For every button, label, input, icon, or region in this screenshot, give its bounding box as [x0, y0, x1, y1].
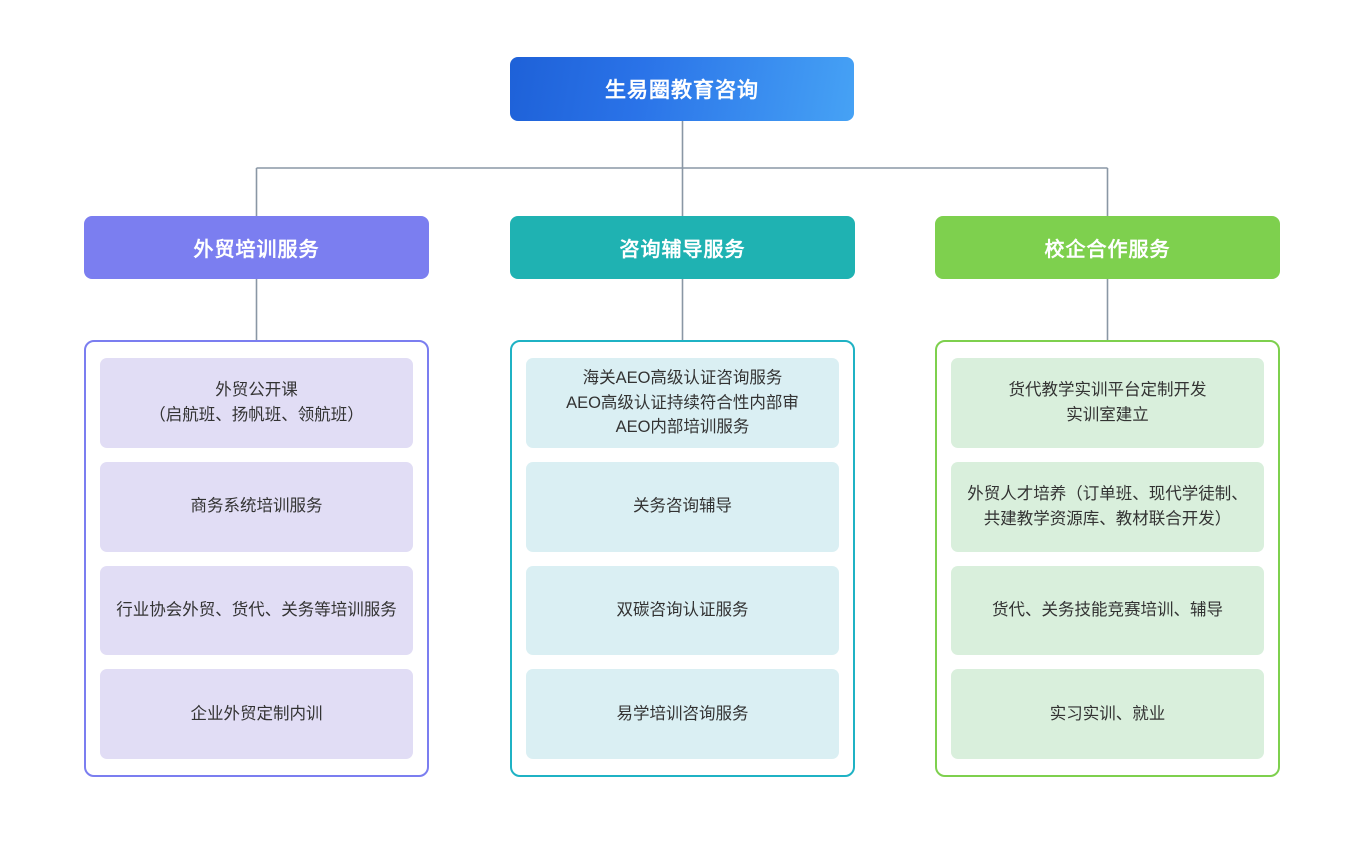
items-panel-consulting: 海关AEO高级认证咨询服务 AEO高级认证持续符合性内部审 AEO内部培训服务 …	[510, 340, 855, 777]
list-item[interactable]: 企业外贸定制内训	[100, 669, 413, 759]
category-header-school-enterprise-label: 校企合作服务	[1044, 239, 1171, 261]
column-consulting: 咨询辅导服务 海关AEO高级认证咨询服务 AEO高级认证持续符合性内部审 AEO…	[510, 216, 855, 777]
list-item[interactable]: 关务咨询辅导	[526, 461, 839, 552]
items-panel-school-enterprise: 货代教学实训平台定制开发 实训室建立 外贸人才培养（订单班、现代学徒制、共建教学…	[935, 340, 1280, 777]
column-training: 外贸培训服务 外贸公开课 （启航班、扬帆班、领航班） 商务系统培训服务 行业协会…	[84, 216, 429, 777]
category-header-training[interactable]: 外贸培训服务	[84, 216, 429, 279]
items-panel-training: 外贸公开课 （启航班、扬帆班、领航班） 商务系统培训服务 行业协会外贸、货代、关…	[84, 340, 429, 777]
root-node[interactable]: 生易圈教育咨询	[510, 57, 854, 121]
list-item[interactable]: 双碳咨询认证服务	[526, 565, 839, 656]
list-item[interactable]: 实习实训、就业	[951, 669, 1264, 759]
category-header-consulting-label: 咨询辅导服务	[619, 239, 746, 261]
list-item[interactable]: 外贸人才培养（订单班、现代学徒制、共建教学资源库、教材联合开发）	[951, 461, 1264, 552]
category-header-training-label: 外贸培训服务	[193, 239, 320, 261]
list-item[interactable]: 商务系统培训服务	[100, 461, 413, 552]
list-item[interactable]: 货代教学实训平台定制开发 实训室建立	[951, 358, 1264, 448]
list-item[interactable]: 外贸公开课 （启航班、扬帆班、领航班）	[100, 358, 413, 448]
list-item[interactable]: 海关AEO高级认证咨询服务 AEO高级认证持续符合性内部审 AEO内部培训服务	[526, 358, 839, 448]
list-item[interactable]: 行业协会外贸、货代、关务等培训服务	[100, 565, 413, 656]
list-item[interactable]: 货代、关务技能竞赛培训、辅导	[951, 565, 1264, 656]
category-header-consulting[interactable]: 咨询辅导服务	[510, 216, 855, 279]
list-item[interactable]: 易学培训咨询服务	[526, 669, 839, 759]
root-node-label: 生易圈教育咨询	[605, 79, 759, 102]
column-school-enterprise: 校企合作服务 货代教学实训平台定制开发 实训室建立 外贸人才培养（订单班、现代学…	[935, 216, 1280, 777]
category-header-school-enterprise[interactable]: 校企合作服务	[935, 216, 1280, 279]
